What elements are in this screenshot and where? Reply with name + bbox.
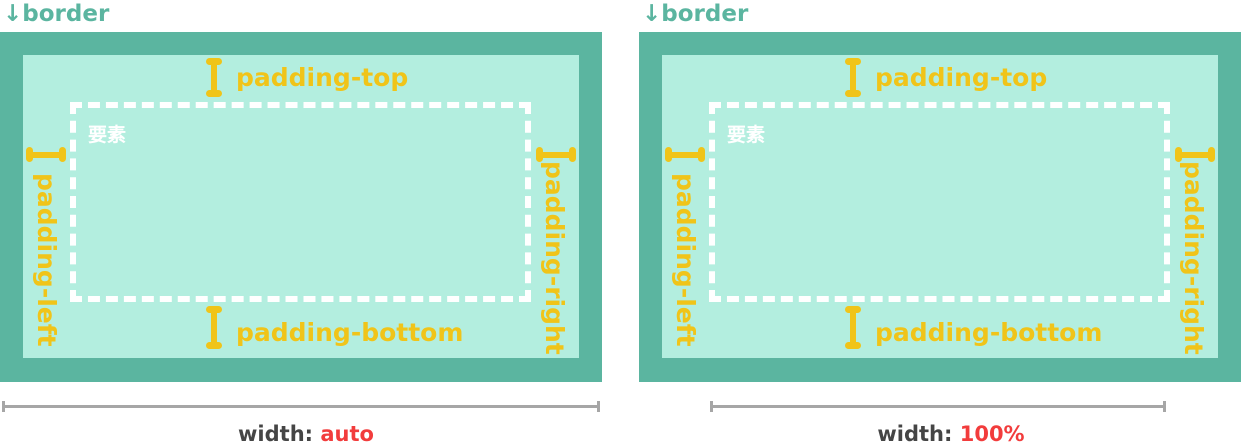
width-prefix: width: xyxy=(238,422,321,446)
border-area: 要素 padding-top padding-bottom xyxy=(639,32,1241,382)
padding-right-label: padding-right xyxy=(540,161,569,355)
padding-top-label: padding-top xyxy=(875,63,1048,92)
padding-top-label: padding-top xyxy=(236,63,409,92)
padding-area: 要素 padding-top padding-bottom xyxy=(662,55,1218,358)
element-label: 要素 xyxy=(727,124,766,146)
width-caption: width: auto xyxy=(0,420,612,448)
padding-bottom-label: padding-bottom xyxy=(236,318,464,347)
padding-left-label: padding-left xyxy=(671,173,700,347)
border-area: 要素 padding-top padding-bottom xyxy=(0,32,602,382)
box-model-panel-100: ↓border 要素 padding-top padding-bottom xyxy=(639,0,1241,446)
border-label: ↓border xyxy=(3,1,110,27)
padding-right-label: padding-right xyxy=(1179,161,1208,355)
padding-area: 要素 padding-top padding-bottom xyxy=(23,55,579,358)
width-value: auto xyxy=(320,422,374,446)
width-prefix: width: xyxy=(877,422,960,446)
width-caption: width: 100% xyxy=(639,420,1241,448)
content-element: 要素 xyxy=(709,102,1170,302)
padding-left-label: padding-left xyxy=(32,173,61,347)
content-element: 要素 xyxy=(70,102,531,302)
padding-bottom-label: padding-bottom xyxy=(875,318,1103,347)
border-label: ↓border xyxy=(642,1,749,27)
element-label: 要素 xyxy=(88,124,127,146)
width-value: 100% xyxy=(959,422,1025,446)
box-model-panel-auto: ↓border 要素 padding-top padding-bottom xyxy=(0,0,602,446)
